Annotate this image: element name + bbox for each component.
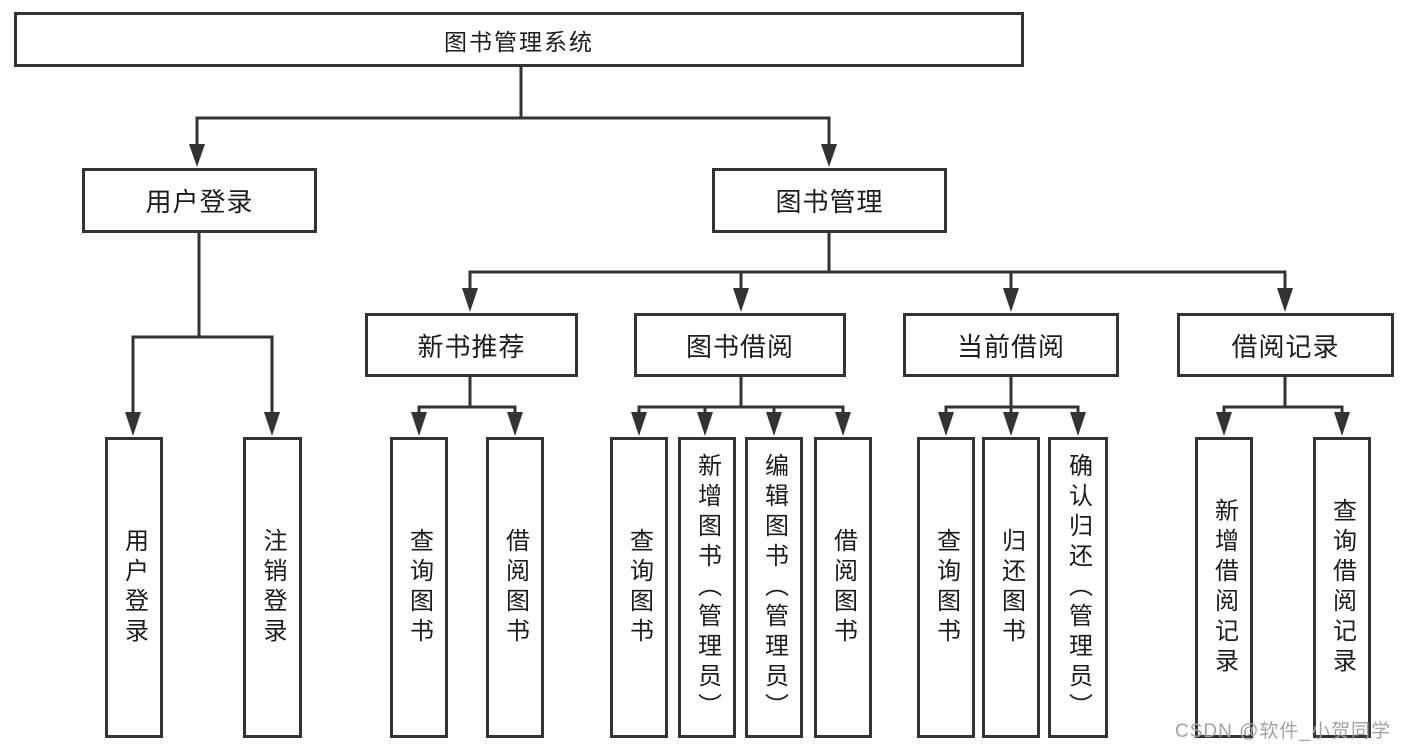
connector-book-borrow-children (631, 375, 851, 436)
node-current-borrowing: 当前借阅 (903, 313, 1119, 377)
node-query-borrow-record: 查询借阅记录 (1313, 437, 1371, 738)
node-add-books-admin: 新增图书（管理员） (678, 437, 736, 738)
connector-new-book-children (411, 375, 523, 436)
node-book-borrowing: 图书借阅 (634, 313, 846, 377)
node-library-management-system: 图书管理系统 (14, 12, 1024, 67)
node-confirm-return-admin: 确认归还（管理员） (1048, 437, 1108, 738)
node-new-book-recommendation: 新书推荐 (365, 313, 578, 377)
node-query-books-current: 查询图书 (917, 437, 975, 738)
node-borrow-books-recommend: 借阅图书 (486, 437, 544, 738)
node-user-login: 用户登录 (82, 168, 317, 233)
csdn-watermark: CSDN @软件_小贺同学 (1175, 721, 1391, 742)
node-logout: 注销登录 (243, 437, 302, 738)
connector-book-management-children (462, 230, 1293, 312)
connector-user-login-children (125, 230, 280, 436)
node-edit-books-admin: 编辑图书（管理员） (745, 437, 803, 738)
connector-current-borrow-children (938, 375, 1086, 436)
node-user-login-leaf: 用户登录 (105, 437, 163, 738)
node-borrow-books: 借阅图书 (814, 437, 872, 738)
node-query-books-borrow: 查询图书 (610, 437, 668, 738)
node-add-borrow-record: 新增借阅记录 (1195, 437, 1253, 738)
node-borrowing-records: 借阅记录 (1177, 313, 1394, 377)
node-return-books: 归还图书 (982, 437, 1040, 738)
node-query-books-recommend: 查询图书 (390, 437, 448, 738)
connector-borrow-records-children (1216, 375, 1350, 436)
connector-root-to-level2 (189, 65, 837, 167)
node-book-management: 图书管理 (712, 168, 947, 233)
